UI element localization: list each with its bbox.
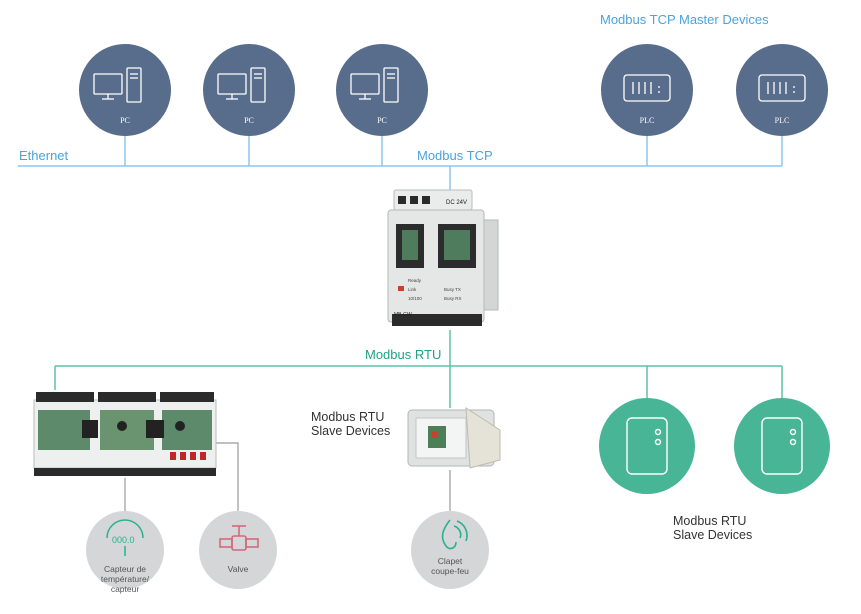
thermometer-icon: 000.0 [106,519,144,556]
fire-damper-icon [441,519,468,550]
master-label: PC [377,116,387,125]
master-node [736,44,828,136]
master-node [336,44,428,136]
valve-label: Valve [227,564,249,574]
master-label: PLC [774,116,790,125]
rtu-bus [54,330,783,408]
sensor-lines [124,442,451,512]
master-label: PC [120,116,130,125]
rtu-slave-label-right: Modbus RTU Slave Devices [673,514,753,542]
tcp-master-label: Modbus TCP Master Devices [600,12,769,27]
master-label: PLC [639,116,655,125]
pc-icon [93,67,142,103]
rtu-slave-node [734,398,830,494]
rtu-slave-label-mid: Modbus RTU Slave Devices [311,410,391,438]
fire-damper-node [411,511,489,589]
led-label-ready: Ready [408,278,422,283]
master-node [203,44,295,136]
led-label-speed: 10/100 [408,296,422,301]
master-node [601,44,693,136]
modbus-rtu-label: Modbus RTU [365,347,442,362]
pc-icon [350,67,399,103]
sensor-valve-nodes: 000.0 [86,511,489,589]
master-label: PC [244,116,254,125]
led-label-busy-tx: Busy TX [444,287,461,292]
ethernet-bus [18,136,783,192]
slave-device-icon [761,417,803,475]
pc-icon [217,67,266,103]
gateway-model: MB-GW [394,312,412,318]
sensor-display: 000.0 [112,535,135,545]
rtu-slave-nodes [599,398,830,494]
valve-icon [219,525,259,551]
plc-icon [623,74,671,102]
plc-icon [758,74,806,102]
modbus-tcp-label: Modbus TCP [417,148,493,163]
ethernet-label: Ethernet [19,148,69,163]
din-rail-modules [33,392,217,476]
led-label-link: Link [408,287,417,292]
gateway-top-text: DC 24V [446,200,467,206]
rtu-slave-node [599,398,695,494]
fire-damper-label: Clapet coupe-feu [431,556,469,576]
slave-device-icon [626,417,668,475]
modbus-gateway: DC 24V Ready Link Busy TX 10/100 Busy RX… [387,189,499,326]
led-label-busy-rx: Busy RX [444,296,462,301]
master-devices [79,44,828,136]
master-node [79,44,171,136]
room-io-module [407,407,501,469]
sensor-label: Capteur de température/ capteur [100,564,150,594]
